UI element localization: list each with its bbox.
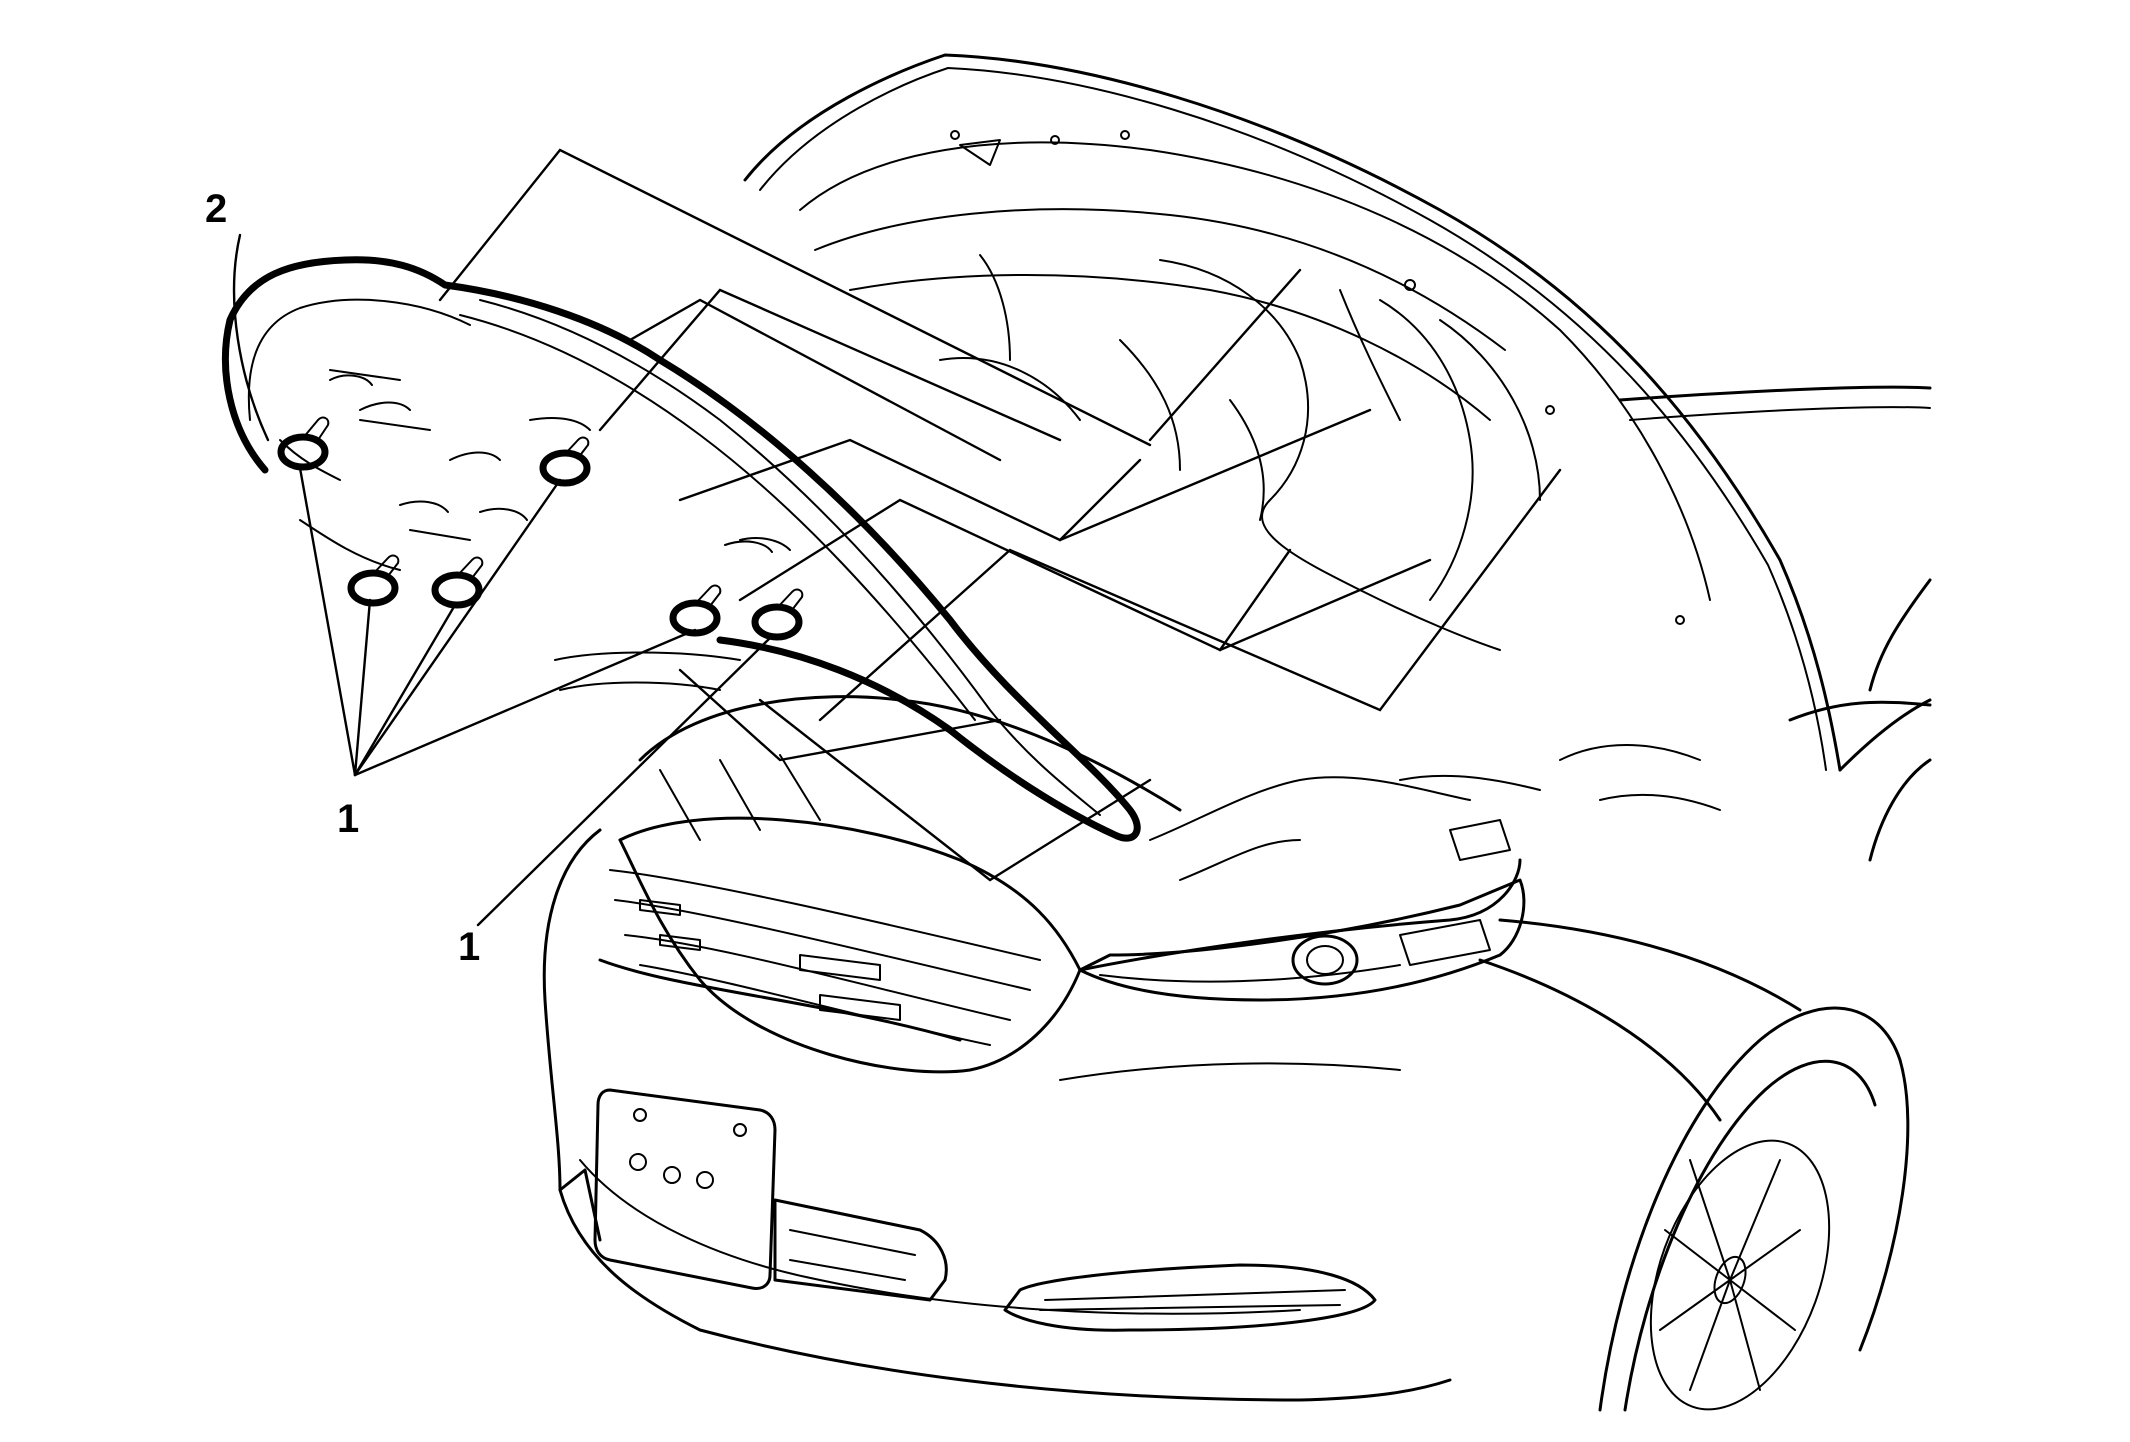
retainer-4 bbox=[431, 556, 484, 609]
retainer-1 bbox=[277, 416, 330, 471]
lower-grille bbox=[773, 1198, 1377, 1332]
retainer-6 bbox=[751, 588, 804, 641]
open-hood bbox=[743, 53, 1842, 772]
push-pin-retainers bbox=[277, 374, 804, 641]
grille bbox=[598, 838, 1082, 1074]
vehicle-body bbox=[1478, 385, 1932, 1122]
headlamp bbox=[1078, 878, 1526, 1002]
front-wheel bbox=[1598, 1006, 1910, 1412]
callout-labels: 2 1 1 bbox=[205, 187, 480, 969]
retainer-3 bbox=[347, 554, 400, 607]
callout-1-fastener: 1 bbox=[458, 925, 480, 969]
engine-bay bbox=[638, 695, 1721, 881]
callout-leaders bbox=[232, 233, 772, 927]
callout-2-insulator: 2 bbox=[205, 187, 227, 231]
callout-1-fasteners: 1 bbox=[337, 797, 359, 841]
retainer-2 bbox=[539, 436, 591, 487]
alignment-lines bbox=[438, 148, 1562, 882]
hood-insulator bbox=[222, 256, 1141, 842]
license-plate-bracket bbox=[593, 1088, 777, 1290]
front-fascia bbox=[542, 816, 1522, 1402]
retainer-5 bbox=[669, 584, 722, 637]
